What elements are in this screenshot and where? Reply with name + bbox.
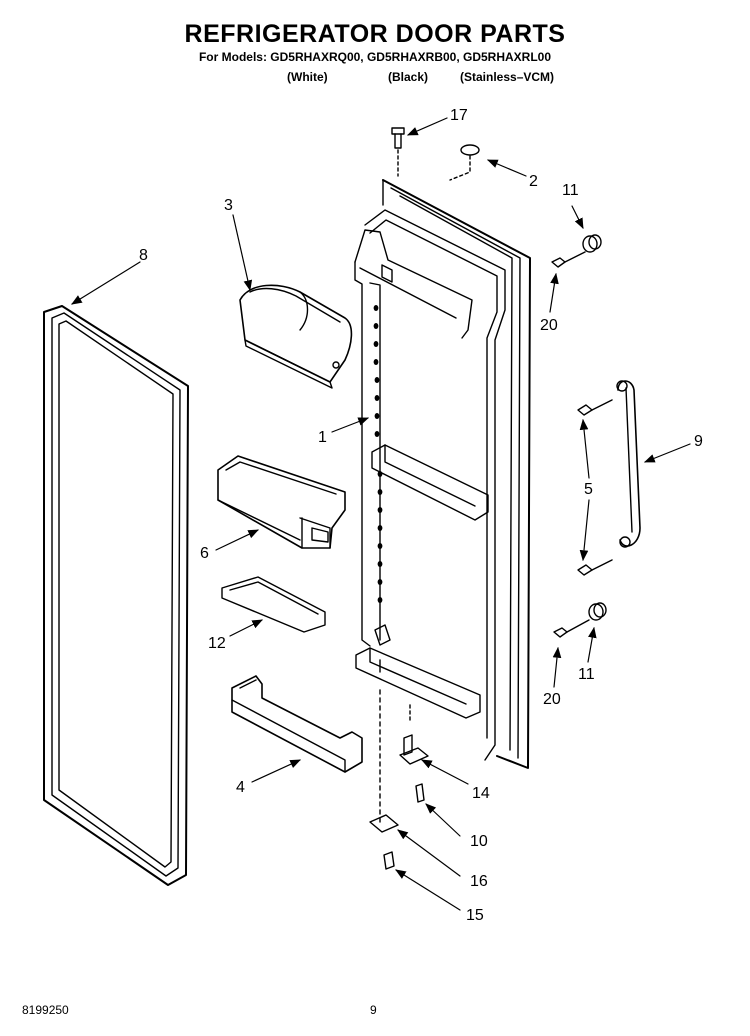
finish-white: (White) xyxy=(287,70,328,84)
screw-17-part xyxy=(391,127,405,177)
callout-4: 4 xyxy=(236,779,245,796)
lower-bin-part xyxy=(231,675,363,773)
callout-11-top: 11 xyxy=(562,182,579,199)
hinge-hardware-part xyxy=(369,689,429,870)
callout-10: 10 xyxy=(470,833,488,850)
handle-screws-part xyxy=(577,399,613,576)
finish-labels: (White) (Black) (Stainless–VCM) xyxy=(0,70,750,86)
callout-1: 1 xyxy=(318,429,327,446)
dairy-door-part xyxy=(239,284,353,389)
callout-5: 5 xyxy=(584,481,593,498)
spacer-11-bottom-part xyxy=(553,602,607,638)
callout-15: 15 xyxy=(466,907,484,924)
callout-2: 2 xyxy=(529,173,538,190)
callout-12: 12 xyxy=(208,635,226,652)
door-assembly-part xyxy=(354,179,531,769)
callout-16: 16 xyxy=(470,873,488,890)
document-number: 8199250 xyxy=(22,1003,69,1017)
callout-11-bottom: 11 xyxy=(578,666,595,683)
door-gasket-part xyxy=(43,305,189,886)
callout-17: 17 xyxy=(450,107,468,124)
callout-9: 9 xyxy=(694,433,703,450)
callout-numbers: 17 2 3 11 8 20 1 9 5 6 12 11 20 4 14 10 … xyxy=(139,107,703,924)
page-number: 9 xyxy=(370,1003,377,1017)
callout-20-bottom: 20 xyxy=(543,691,561,708)
plug-2-part xyxy=(449,144,480,181)
page-title: REFRIGERATOR DOOR PARTS xyxy=(184,20,566,48)
callout-8: 8 xyxy=(139,247,148,264)
finish-black: (Black) xyxy=(388,70,429,84)
spacer-11-top-part xyxy=(551,234,602,268)
finish-stainless: (Stainless–VCM) xyxy=(460,70,555,84)
callout-6: 6 xyxy=(200,545,209,562)
callout-20-top: 20 xyxy=(540,317,558,334)
door-handle-part xyxy=(616,380,641,548)
callout-14: 14 xyxy=(472,785,490,802)
door-bin-part xyxy=(217,455,346,549)
bin-insert-part xyxy=(221,576,326,633)
models-line: For Models: GD5RHAXRQ00, GD5RHAXRB00, GD… xyxy=(198,50,552,64)
door-shelf-holes xyxy=(373,305,383,603)
leader-lines xyxy=(71,117,691,911)
callout-3: 3 xyxy=(224,197,233,214)
